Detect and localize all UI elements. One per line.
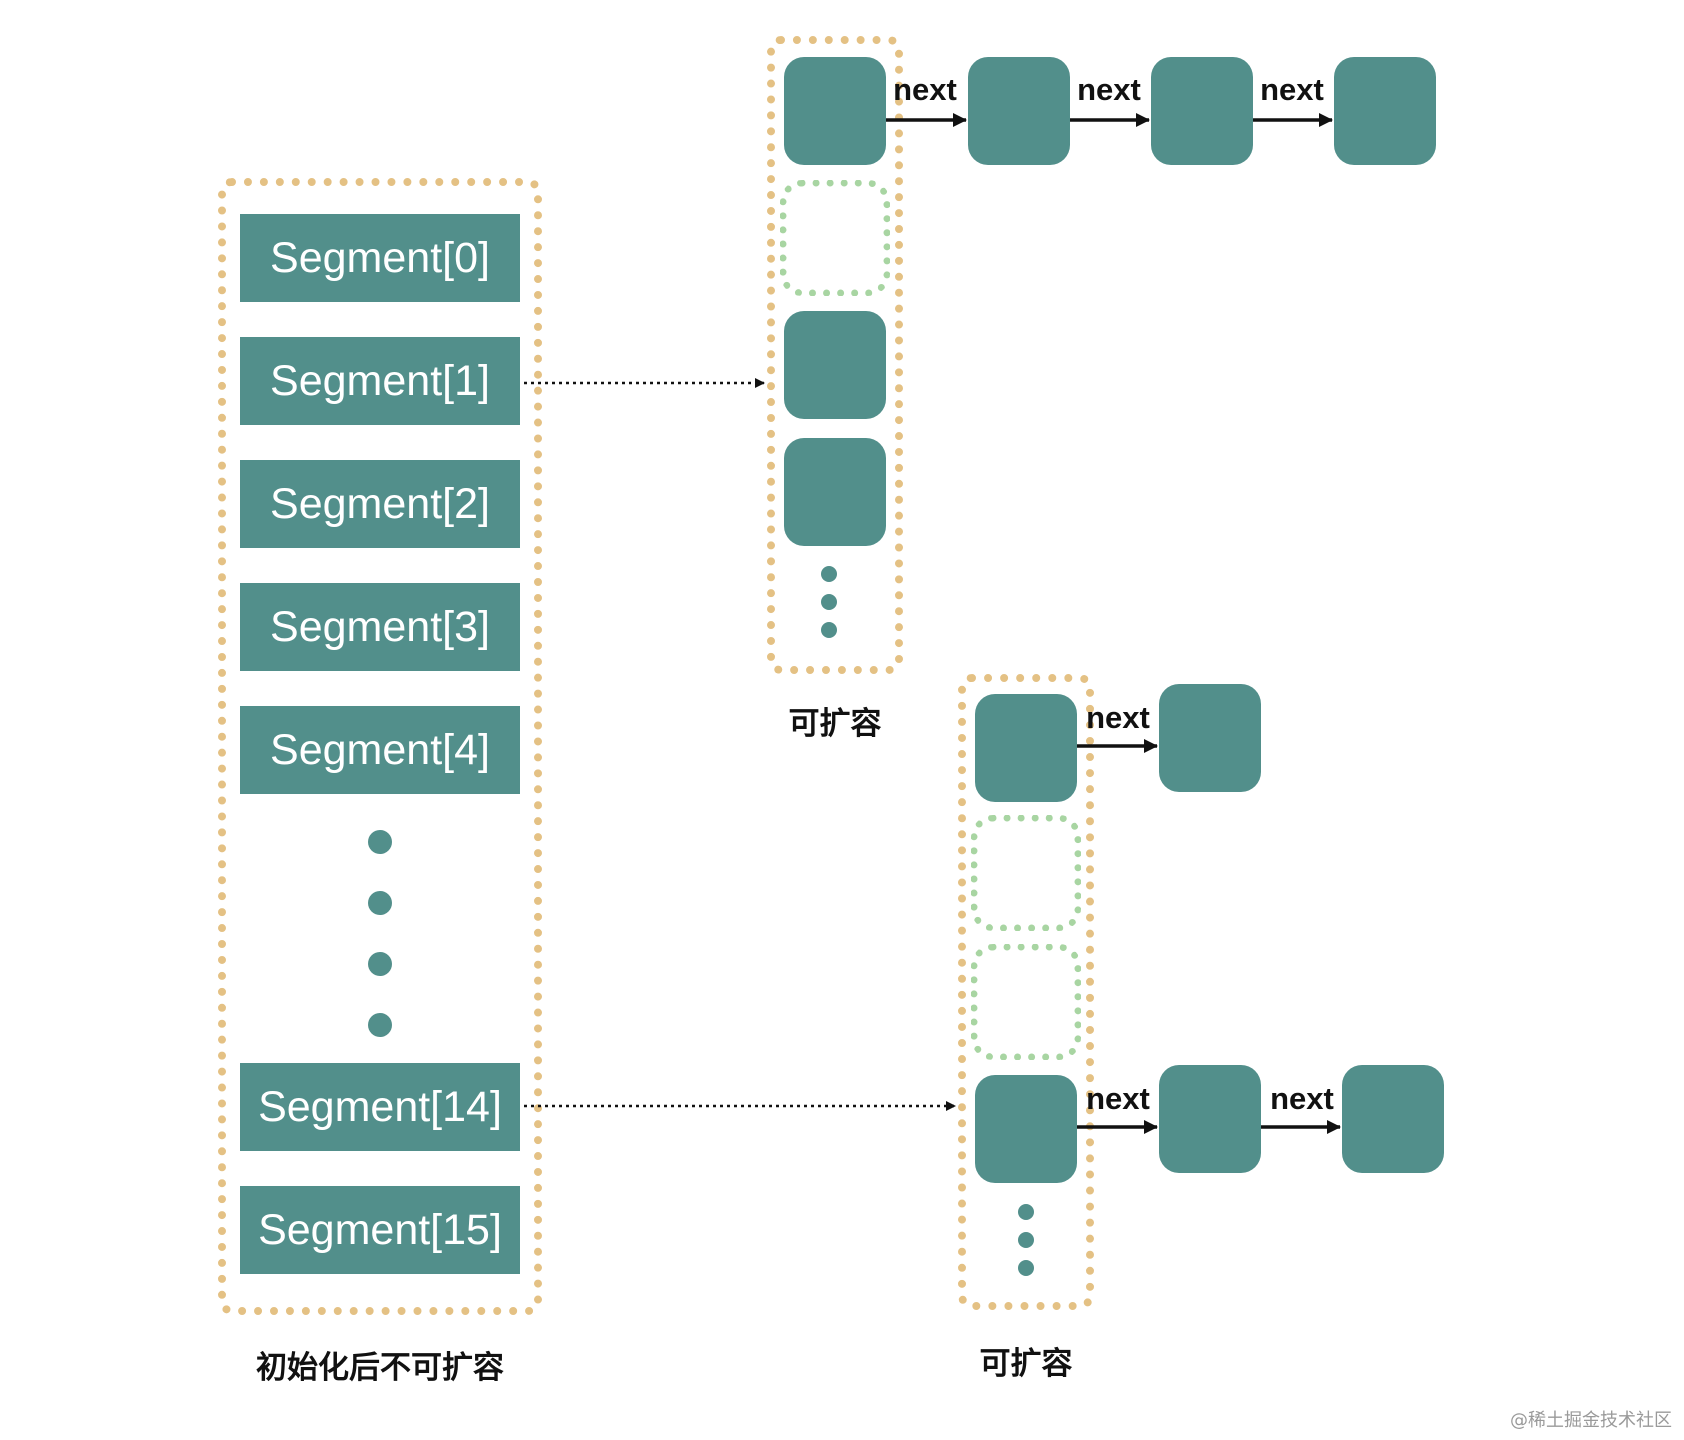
ellipsis-dot: [368, 891, 392, 915]
ellipsis-dot: [1018, 1260, 1034, 1276]
next-label: next: [893, 72, 957, 107]
ellipsis-dot: [1018, 1232, 1034, 1248]
segment-3: Segment[3]: [240, 583, 520, 671]
next-label: next: [1270, 1081, 1334, 1116]
next-label: next: [1086, 700, 1150, 735]
bottom-table-bucket-0: [975, 694, 1077, 802]
top-table-frame: [767, 36, 903, 674]
bottom-table-empty-slot: [971, 815, 1081, 931]
watermark: @稀土掘金技术社区: [1510, 1410, 1672, 1431]
segment-2: Segment[2]: [240, 460, 520, 548]
bottom-chain-node-1: [1159, 684, 1261, 792]
segment-array-caption: 初始化后不可扩容: [256, 1350, 504, 1386]
ellipsis-dot: [368, 830, 392, 854]
bottom-table-frame: [958, 674, 1094, 1310]
top-table-empty-slot: [780, 180, 890, 296]
next-label: next: [1077, 72, 1141, 107]
segment-0: Segment[0]: [240, 214, 520, 302]
top-table-bucket-3: [784, 438, 886, 546]
ellipsis-dot: [1018, 1204, 1034, 1220]
ellipsis-dot: [368, 952, 392, 976]
top-table-caption: 可扩容: [788, 706, 882, 742]
bottom-table-empty-slot: [971, 944, 1081, 1060]
ellipsis-dot: [368, 1013, 392, 1037]
segment-4: Segment[4]: [240, 706, 520, 794]
bottom-chain-node-2: [1159, 1065, 1261, 1173]
next-label: next: [1260, 72, 1324, 107]
segment-array-frame: [218, 178, 542, 1315]
bottom-chain-node-3: [1342, 1065, 1444, 1173]
ellipsis-dot: [821, 566, 837, 582]
bottom-table-bucket-3: [975, 1075, 1077, 1183]
next-label: next: [1086, 1081, 1150, 1116]
segment-15: Segment[15]: [240, 1186, 520, 1274]
segment-14: Segment[14]: [240, 1063, 520, 1151]
top-table-bucket-0: [784, 57, 886, 165]
top-chain-node-2: [1151, 57, 1253, 165]
top-chain-node-3: [1334, 57, 1436, 165]
ellipsis-dot: [821, 594, 837, 610]
bottom-table-caption: 可扩容: [979, 1346, 1073, 1382]
top-table-bucket-2: [784, 311, 886, 419]
top-chain-node-1: [968, 57, 1070, 165]
ellipsis-dot: [821, 622, 837, 638]
segment-1: Segment[1]: [240, 337, 520, 425]
